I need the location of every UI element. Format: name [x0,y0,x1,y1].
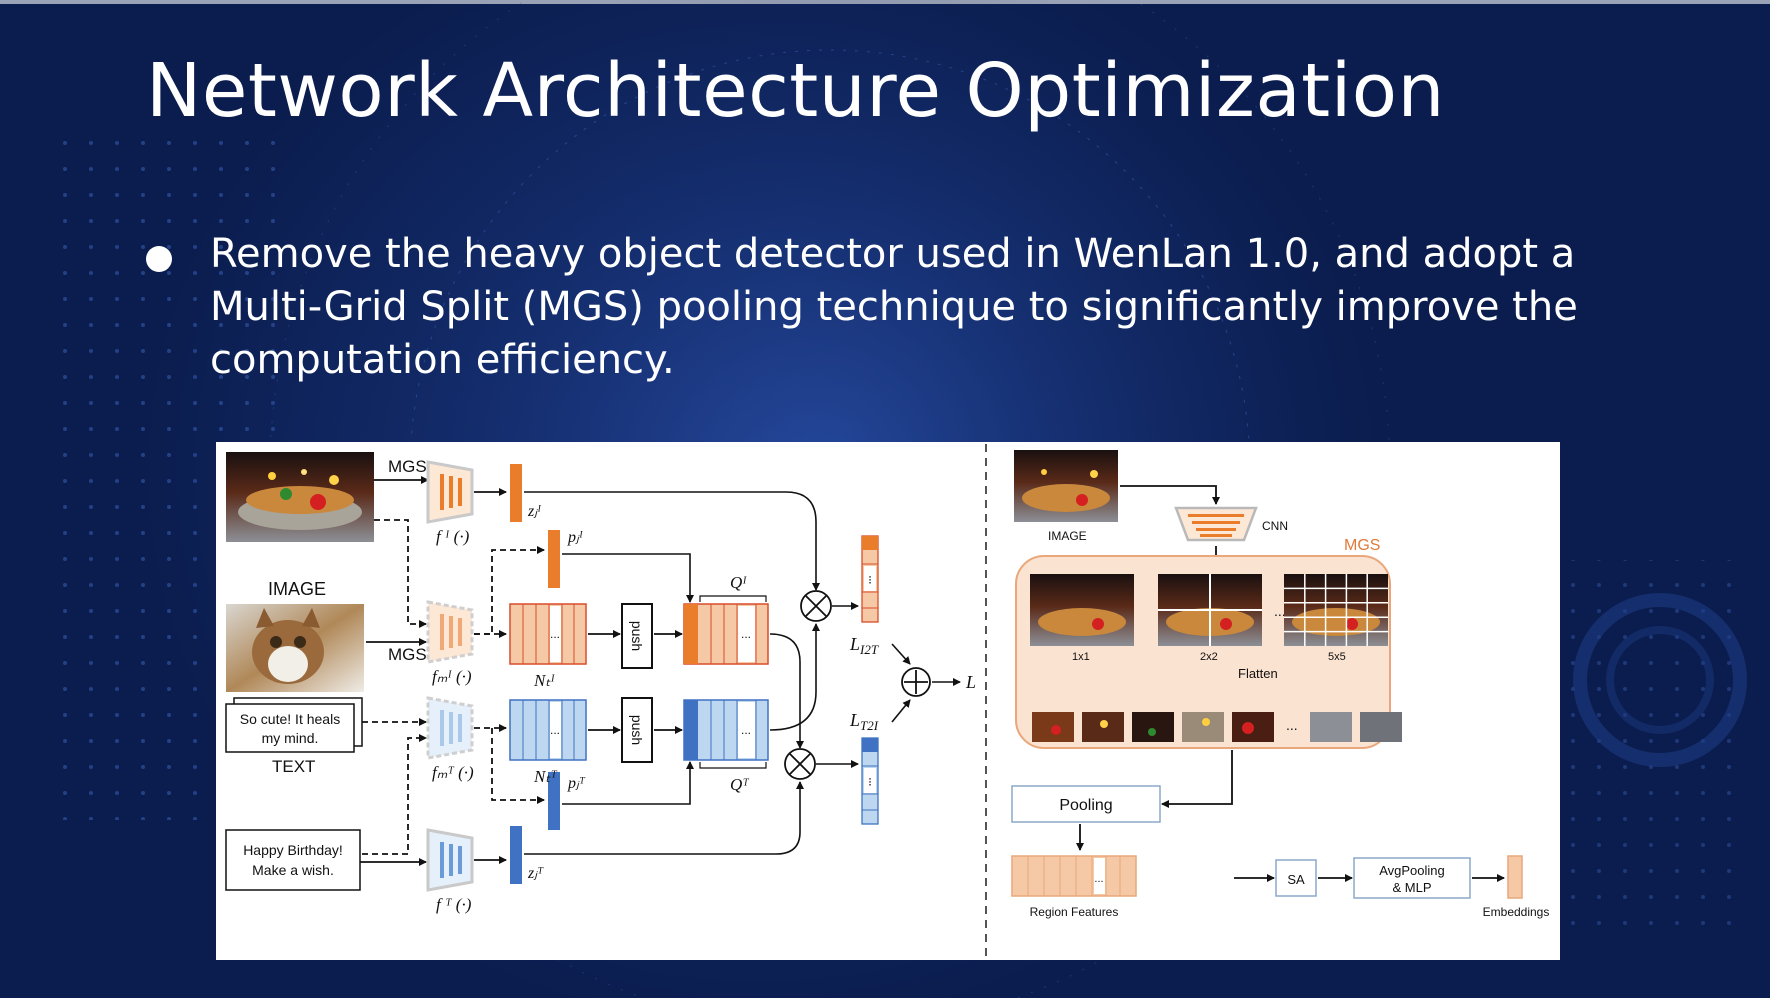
text-box-2-line-2: Make a wish. [252,862,334,878]
cat-image [226,604,364,692]
text-encoder: f ᵀ (·) [426,828,474,914]
encoder-output-arrows [474,488,545,864]
pi-vector [548,530,560,588]
zt-label: zⱼᵀ [527,865,544,882]
push-label-text: push [629,715,645,745]
mgs-label-mid: MGS [388,645,427,664]
text-box-1: So cute! It heals my mind. [225,697,363,753]
region-features-label: Region Features [1030,905,1119,919]
image-label-left: IMAGE [268,579,326,599]
grid-label-5x5: 5x5 [1328,651,1346,663]
momentum-text-encoder: fₘᵀ (·) [426,696,474,782]
svg-text:Nₜᴵ: Nₜᴵ [533,671,555,690]
pooling-label: Pooling [1059,797,1112,814]
push-box-image: push [621,603,653,669]
text-box-2: Happy Birthday! Make a wish. [225,829,361,891]
avgpool-label-line-1: AvgPooling [1379,863,1445,878]
text-box-1-line-2: my mind. [262,730,319,746]
zi-vector [510,464,522,522]
bullet-dot [146,246,172,272]
flatten-label: Flatten [1238,666,1278,681]
image-negative-matrix: ... Nₜᴵ [509,603,587,690]
image-encoder: f ᴵ (·) [426,460,474,546]
grid-5x5-image [1284,574,1388,646]
t2i-vector-dots: ⁝ [868,775,872,789]
t2i-score-vector: ⁝ LT2I [849,710,879,825]
region-features: ... [1011,855,1137,897]
svg-text:Qᴵ: Qᴵ [730,573,747,592]
region-features-ellipsis: ... [1094,873,1103,885]
cake-image-right [1014,450,1118,522]
svg-text:LI2T: LI2T [849,634,879,657]
i2t-vector-dots: ⁝ [868,573,872,587]
bullet-text: Remove the heavy object detector used in… [210,231,1578,383]
grid-ellipsis: ... [1274,603,1286,619]
flattened-patches [1032,712,1402,742]
text-negative-matrix: ... Nₜᵀ [509,699,587,786]
pi-label: pⱼᴵ [567,529,584,546]
architecture-diagram: MGS IMAGE MGS So cute! It heals my mind.… [225,444,1550,958]
svg-text:Nₜᵀ: Nₜᵀ [533,767,557,786]
input-arrows [360,476,429,866]
i2t-score-vector: ⁝ LI2T [849,535,879,657]
text-box-1-line-1: So cute! It heals [240,711,340,727]
embedding-vector [1507,855,1523,899]
pt-label: pⱼᵀ [567,775,586,792]
image-queue: ... Qᴵ [683,573,769,665]
grid-2x2-image [1158,574,1262,646]
cnn-label: CNN [1262,519,1288,533]
push-arrows [588,630,683,734]
patch-ellipsis: ... [1286,717,1298,733]
text-matrix-ellipsis: ... [550,723,560,737]
cnn-block [1174,506,1258,542]
embeddings-label: Embeddings [1483,905,1550,919]
zt-vector [510,826,522,884]
push-label-image: push [629,621,645,651]
grid-1x1-image [1030,574,1134,646]
momentum-image-encoder: fₘᴵ (·) [426,600,474,686]
push-box-text: push [621,697,653,763]
grid-label-2x2: 2x2 [1200,651,1218,663]
zi-label: zⱼᴵ [527,503,542,520]
svg-text:fₘᴵ (·): fₘᴵ (·) [432,667,472,686]
pt-vector [548,772,560,830]
sa-label: SA [1287,872,1305,887]
oplus-loss: L [901,667,976,697]
svg-text:L: L [965,672,976,692]
mgs-label-right: MGS [1344,537,1380,554]
mgs-label-top: MGS [388,457,427,476]
text-box-2-line-1: Happy Birthday! [243,842,343,858]
queue-link-arrows [524,491,961,855]
pooling-box: Pooling [1011,785,1161,823]
svg-text:Qᵀ: Qᵀ [730,775,749,794]
slide-title: Network Architecture Optimization [146,48,1445,134]
svg-text:fₘᵀ (·): fₘᵀ (·) [432,763,474,782]
image-matrix-ellipsis: ... [550,627,560,641]
avgpool-mlp-box: AvgPooling & MLP [1353,857,1471,899]
otimes-lower [784,748,816,780]
avgpool-label-line-2: & MLP [1392,880,1431,895]
otimes-upper [800,590,832,622]
image-label-right: IMAGE [1048,529,1087,543]
image-queue-ellipsis: ... [741,627,751,641]
architecture-figure: MGS IMAGE MGS So cute! It heals my mind.… [216,442,1560,960]
sa-box: SA [1275,859,1317,897]
text-queue-ellipsis: ... [741,723,751,737]
svg-text:LT2I: LT2I [849,710,879,733]
text-queue: ... Qᵀ [683,699,769,794]
text-label: TEXT [272,757,315,776]
svg-text:f ᴵ (·): f ᴵ (·) [436,527,470,546]
grid-label-1x1: 1x1 [1072,651,1090,663]
cake-image [226,452,374,542]
svg-text:f ᵀ (·): f ᵀ (·) [436,895,472,914]
